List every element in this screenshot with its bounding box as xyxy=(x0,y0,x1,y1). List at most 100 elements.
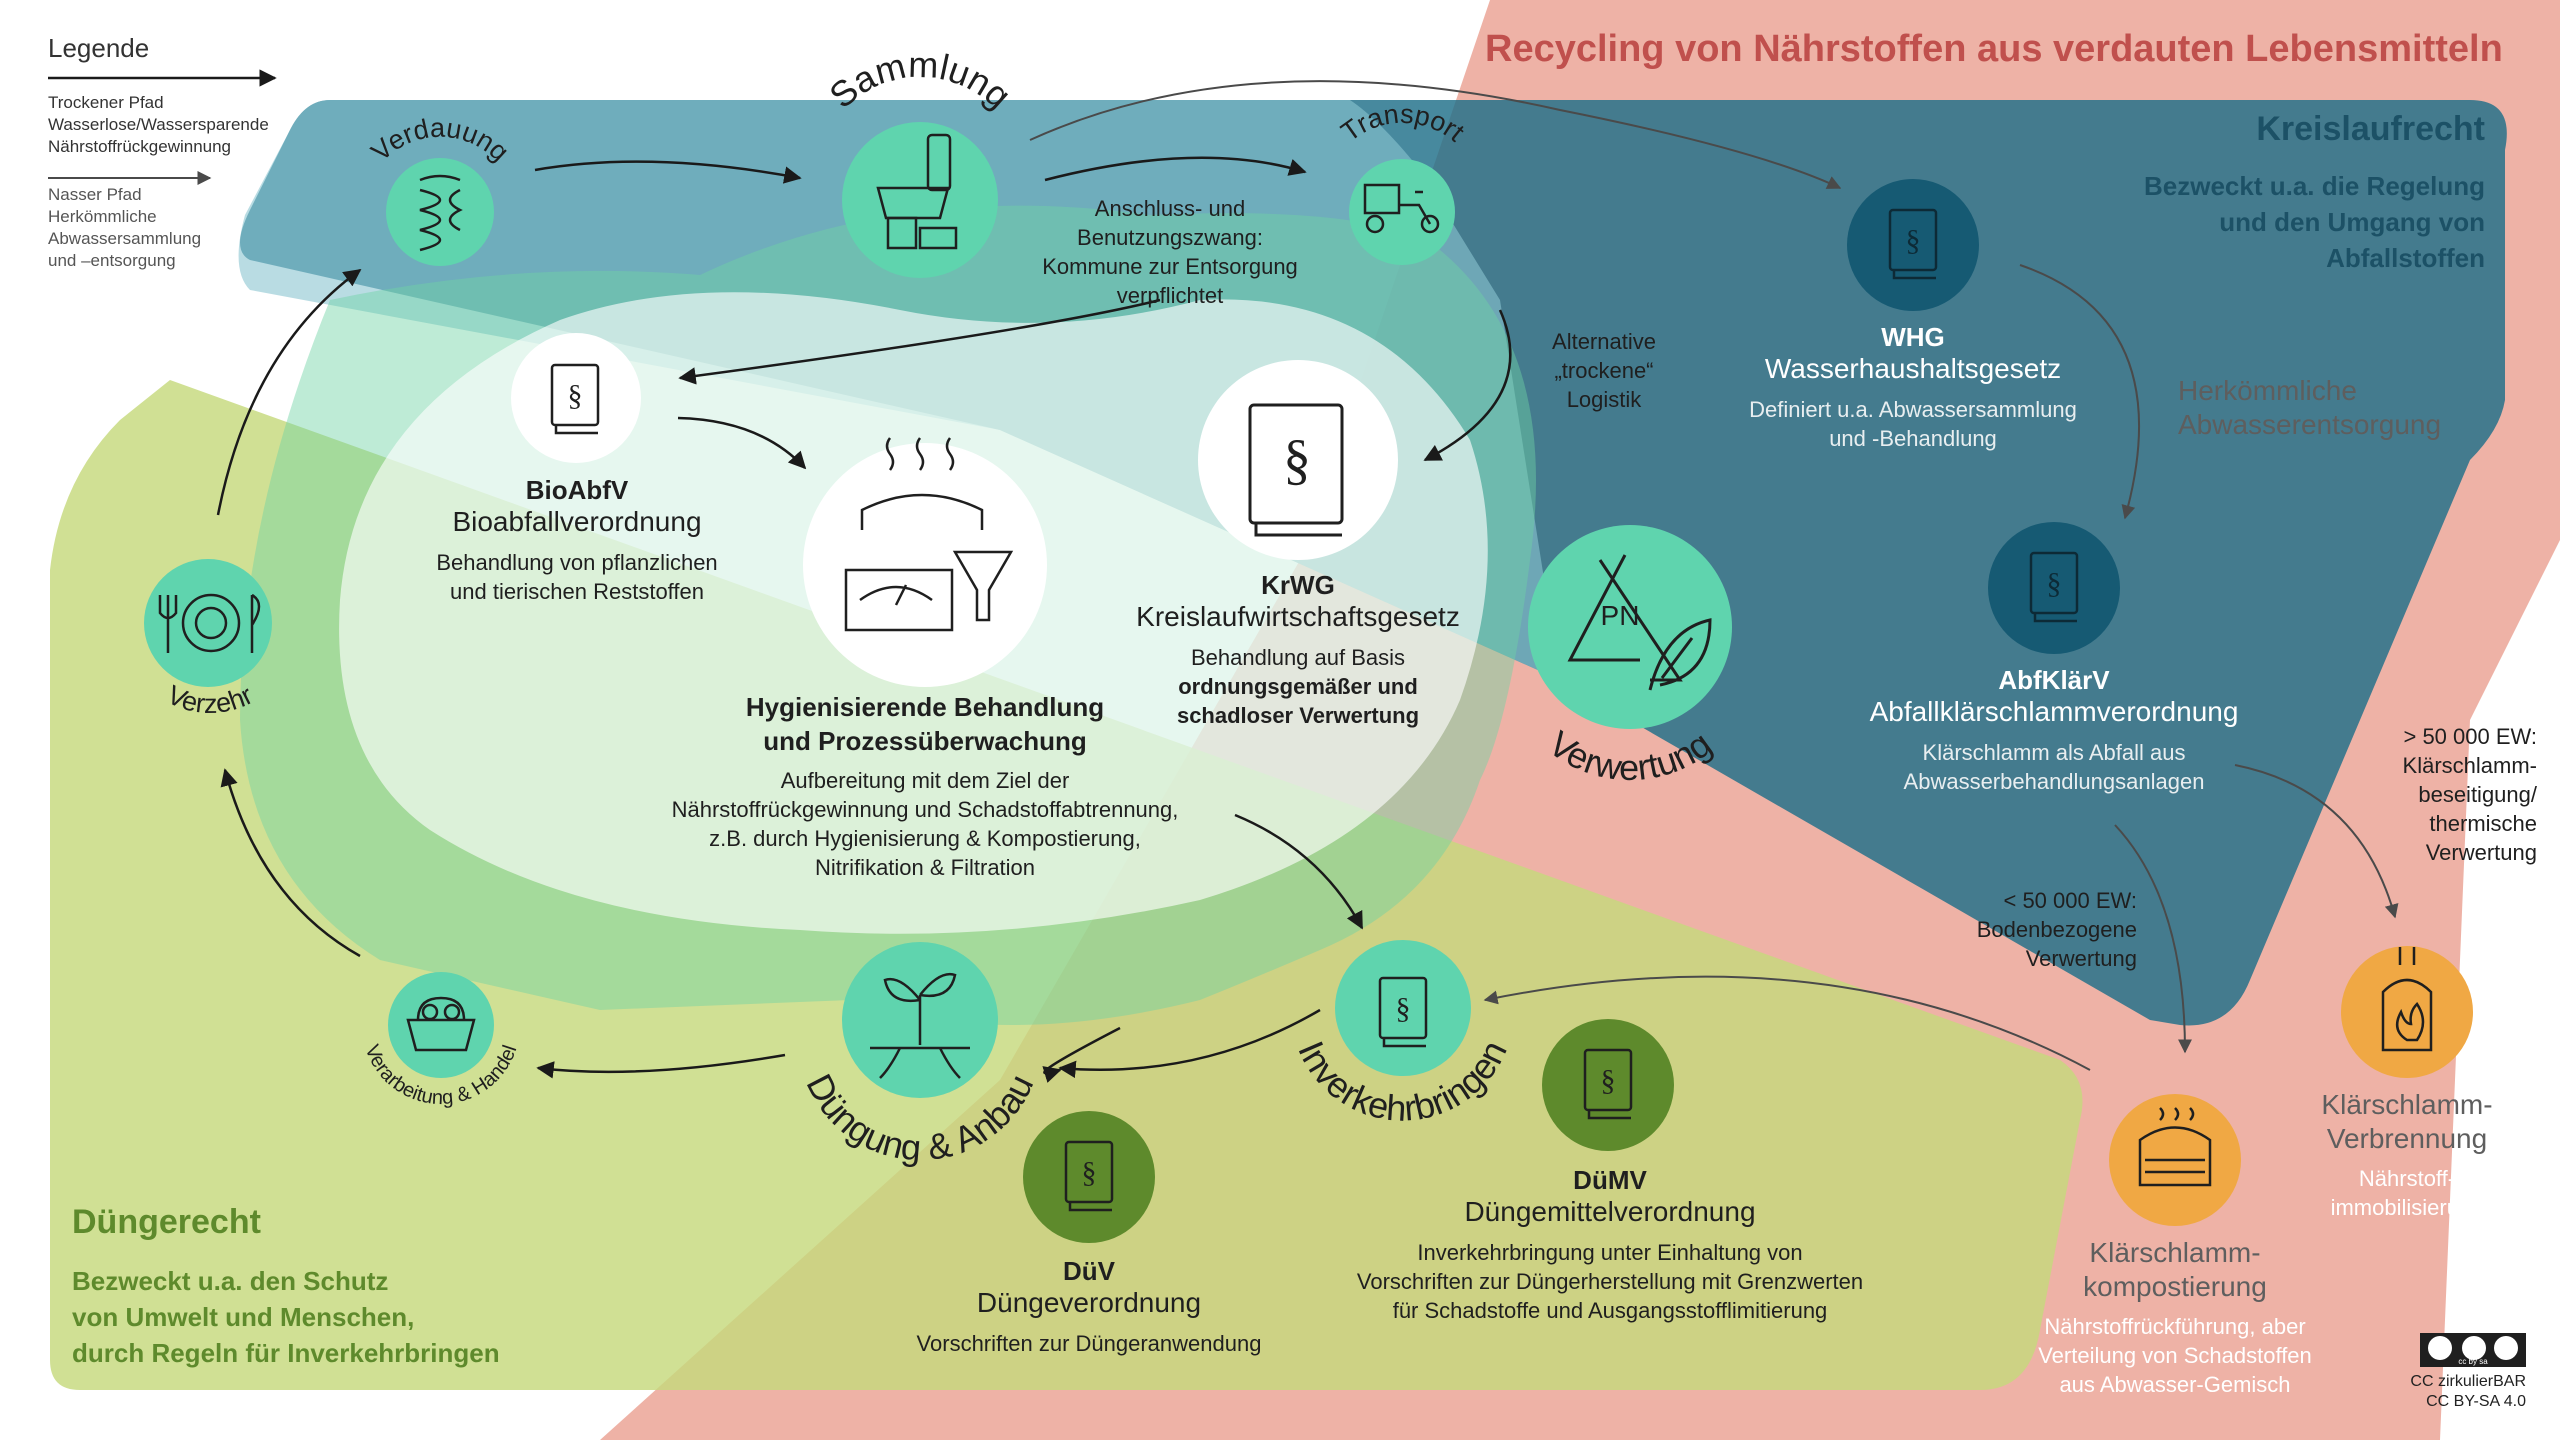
sludge-name-line: Klärschlamm- xyxy=(2089,1237,2261,1268)
kreislaufrecht-heading: Kreislaufrecht xyxy=(2256,110,2485,148)
cargo-bike-icon xyxy=(1363,183,1440,234)
treatment-desc-line: Aufbereitung mit dem Ziel der xyxy=(780,768,1070,793)
krwg-text: KrWG Kreislaufwirtschaftsgesetz Behandlu… xyxy=(1136,570,1460,730)
law-abbr: KrWG xyxy=(1261,570,1335,600)
page-title: Recycling von Nährstoffen aus verdauten … xyxy=(1485,28,2503,70)
kreislaufrecht-description: Bezweckt u.a. die Regelung und den Umgan… xyxy=(2144,168,2485,276)
abfklaerv-text: AbfKlärV Abfallklärschlammverordnung Klä… xyxy=(1870,665,2239,796)
sludge-desc-line: Nährstoff- xyxy=(2358,1166,2456,1191)
law-book-icon: § xyxy=(2029,551,2079,623)
treatment-process-icon xyxy=(844,437,1014,632)
sludge-compost-icon xyxy=(2138,1107,2212,1187)
treatment-title-line: Hygienisierende Behandlung xyxy=(745,692,1105,722)
svg-text:§: § xyxy=(2047,567,2062,600)
duengerecht-heading: Düngerecht xyxy=(72,1203,261,1241)
svg-text:§: § xyxy=(1283,429,1311,491)
bioabfv-node xyxy=(511,333,641,463)
law-name: Bioabfallverordnung xyxy=(452,506,702,537)
annotation-line: Abwasserentsorgung xyxy=(2178,409,2442,440)
svg-text:§: § xyxy=(1396,992,1411,1025)
treatment-desc-line: Nährstoffrückgewinnung und Schadstoffabt… xyxy=(671,797,1179,822)
cc-license-badge: cc by sa xyxy=(2420,1333,2526,1367)
law-desc-line: für Schadstoffe und Ausgangsstofflimitie… xyxy=(1392,1298,1828,1323)
law-abbr: AbfKlärV xyxy=(1998,665,2110,695)
duemv-node xyxy=(1542,1019,1674,1151)
verzehr-node xyxy=(144,559,272,687)
desc-line: Abfallstoffen xyxy=(2326,243,2485,273)
sammlung-node xyxy=(842,122,998,278)
whg-node xyxy=(1847,179,1979,311)
law-desc-line: Abwasserbehandlungsanlagen xyxy=(1903,769,2205,794)
annotation-line: Alternative xyxy=(1552,329,1656,354)
legend-line: Abwassersammlung xyxy=(48,229,202,248)
inverkehrbringen-node xyxy=(1335,940,1471,1076)
annotation-line: < 50 000 EW: xyxy=(2003,888,2137,913)
law-book-icon: § xyxy=(1888,208,1938,280)
law-abbr: WHG xyxy=(1881,322,1945,352)
law-book-icon: § xyxy=(1378,976,1428,1048)
svg-text:§: § xyxy=(1601,1064,1616,1097)
small-plants-annotation: < 50 000 EW: Bodenbezogene Verwertung xyxy=(1977,886,2137,973)
license-line: CC zirkulierBAR xyxy=(2410,1373,2526,1390)
annotation-line: Kommune zur Entsorgung xyxy=(1042,254,1298,279)
law-abbr: BioAbfV xyxy=(525,475,629,505)
law-desc-line: und tierischen Reststoffen xyxy=(450,579,704,604)
law-desc-line: Definiert u.a. Abwassersammlung xyxy=(1749,397,2077,422)
law-name: Wasserhaushaltsgesetz xyxy=(1764,353,2062,384)
treatment-node xyxy=(803,443,1047,687)
annotation-line: Benutzungszwang: xyxy=(1077,225,1263,250)
alternative-logistik-annotation: Alternative „trockene“ Logistik xyxy=(1552,327,1656,414)
legend-line: und –entsorgung xyxy=(48,251,176,270)
law-desc-line: Klärschlamm als Abfall aus xyxy=(1922,740,2186,765)
annotation-line: Anschluss- und xyxy=(1094,196,1246,221)
duev-text: DüV Düngeverordnung Vorschriften zur Dün… xyxy=(917,1256,1262,1358)
dry-toilet-icon xyxy=(876,133,958,250)
law-desc-line: Inverkehrbringung unter Einhaltung von xyxy=(1417,1240,1803,1265)
duengerecht-description: Bezweckt u.a. den Schutz von Umwelt und … xyxy=(72,1263,500,1371)
annotation-line: Verwertung xyxy=(2425,840,2537,865)
law-desc-line: Vorschriften zur Düngerherstellung mit G… xyxy=(1356,1269,1864,1294)
sludge-name-line: kompostierung xyxy=(2083,1271,2267,1302)
law-name: Düngemittelverordnung xyxy=(1464,1196,1756,1227)
law-book-icon: § xyxy=(1583,1048,1633,1120)
legend-wet-text: Nasser Pfad Herkömmliche Abwassersammlun… xyxy=(48,184,201,272)
whg-text: WHG Wasserhaushaltsgesetz Definiert u.a.… xyxy=(1749,322,2077,453)
desc-line: durch Regeln für Inverkehrbringen xyxy=(72,1338,500,1368)
large-plants-annotation: > 50 000 EW: Klärschlamm- beseitigung/ t… xyxy=(2403,722,2537,867)
annotation-line: > 50 000 EW: xyxy=(2403,724,2537,749)
law-abbr: DüMV xyxy=(1573,1165,1647,1195)
duev-node xyxy=(1023,1111,1155,1243)
treatment-desc-line: Nitrifikation & Filtration xyxy=(814,855,1036,880)
law-book-icon: § xyxy=(550,363,600,435)
law-book-icon: § xyxy=(1064,1140,1114,1212)
annotation-line: thermische xyxy=(2429,811,2537,836)
kompostierung-text: Klärschlamm- kompostierung Nährstoffrück… xyxy=(2038,1236,2312,1399)
legend-line: Herkömmliche xyxy=(48,207,157,226)
law-desc-line: Behandlung auf Basis xyxy=(1190,645,1406,670)
sludge-desc-line: Nährstoffrückführung, aber xyxy=(2044,1314,2306,1339)
krwg-node xyxy=(1198,360,1398,560)
desc-line: und den Umgang von xyxy=(2219,207,2485,237)
legend-line: Trockener Pfad xyxy=(48,93,164,112)
annotation-line: „trockene“ xyxy=(1554,358,1654,383)
law-desc-line: Behandlung von pflanzlichen xyxy=(436,550,718,575)
svg-text:§: § xyxy=(1906,224,1921,257)
abfklaerv-node xyxy=(1988,522,2120,654)
legend-line: Nährstoffrückgewinnung xyxy=(48,137,232,156)
law-desc-line: schadloser Verwertung xyxy=(1176,703,1420,728)
legend-line: Nasser Pfad xyxy=(48,185,142,204)
license-line: CC BY-SA 4.0 xyxy=(2426,1393,2526,1410)
duemv-text: DüMV Düngemittelverordnung Inverkehrbrin… xyxy=(1357,1165,1863,1325)
treatment-title-line: und Prozessüberwachung xyxy=(763,726,1087,756)
law-desc-line: und -Behandlung xyxy=(1829,426,1997,451)
bioabfv-text: BioAbfV Bioabfallverordnung Behandlung v… xyxy=(436,475,717,606)
legend-dry-text: Trockener Pfad Wasserlose/Wassersparende… xyxy=(48,92,269,158)
treatment-text: Hygienisierende Behandlung und Prozessüb… xyxy=(672,690,1179,882)
treatment-desc-line: z.B. durch Hygienisierung & Kompostierun… xyxy=(709,826,1141,851)
annotation-line: Bodenbezogene xyxy=(1976,917,2137,942)
svg-text:§: § xyxy=(568,379,583,412)
svg-text:§: § xyxy=(1082,1156,1097,1189)
legend-heading: Legende xyxy=(48,33,150,63)
law-desc-line: ordnungsgemäßer und xyxy=(1178,674,1418,699)
